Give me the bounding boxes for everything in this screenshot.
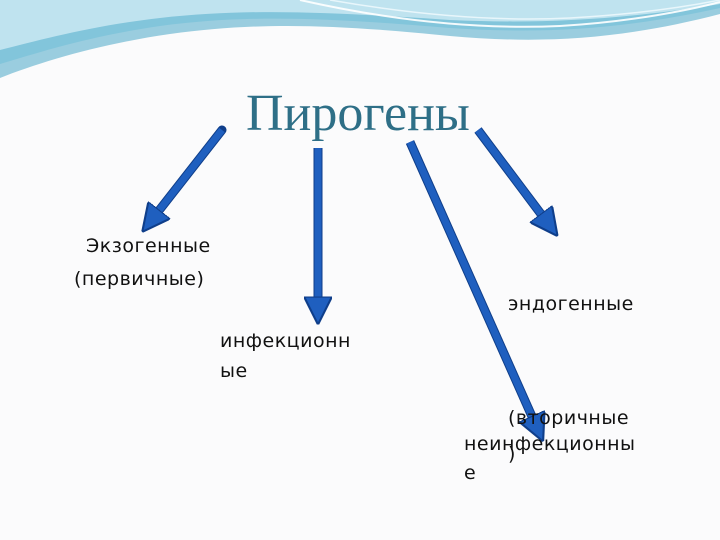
label-endogenous: эндогенные [508,291,634,318]
label-secondary-line1: (вторичные [508,405,629,432]
label-primary: (первичные) [74,266,204,293]
label-exogenous: Экзогенные [86,233,211,260]
label-noninfectious-line2: е [464,460,476,487]
label-infectious-line2: ые [220,358,248,385]
arrow-to-exogenous [150,130,222,222]
arrow-to-endogenous [478,130,550,226]
label-noninfectious-line1: неинфекционны [464,431,636,458]
label-infectious-line1: инфекционн [220,328,351,355]
